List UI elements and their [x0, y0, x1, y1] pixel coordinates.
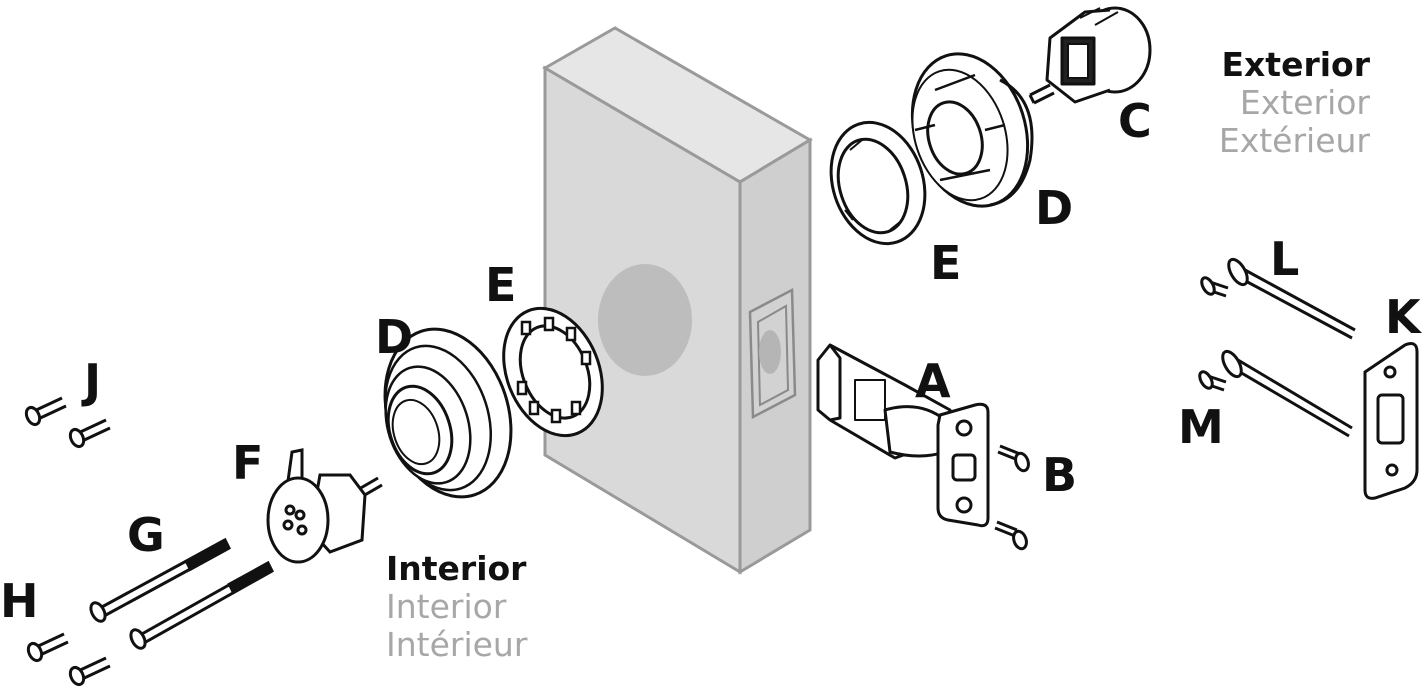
- exterior-cylinder-part-c: [1028, 6, 1152, 105]
- screws-part-j: [24, 396, 111, 449]
- strike-screws-part-l: [1200, 257, 1356, 340]
- label-l: L: [1270, 232, 1300, 286]
- interior-caption-spanish: Interior: [386, 587, 507, 626]
- exterior-rose-part-d: [910, 52, 1034, 208]
- interior-caption-english: Interior: [386, 549, 527, 588]
- label-f: F: [232, 436, 264, 490]
- label-h: H: [0, 574, 39, 628]
- exterior-caption-french: Extérieur: [1218, 121, 1370, 160]
- door: [542, 26, 813, 575]
- strike-screws-part-m: [1198, 349, 1353, 438]
- exterior-caption-english: Exterior: [1221, 45, 1370, 84]
- interior-rose-part-d: [383, 327, 513, 499]
- label-a: A: [915, 354, 951, 408]
- label-j: J: [84, 354, 102, 408]
- thumbturn-part-f: [266, 448, 383, 564]
- interior-mounting-plate-part-e: [502, 306, 604, 438]
- label-b: B: [1042, 448, 1078, 502]
- exterior-caption-spanish: Exterior: [1239, 83, 1370, 122]
- label-k: K: [1385, 290, 1421, 344]
- mounting-bolts-part-g: [89, 537, 274, 650]
- label-d-interior: D: [375, 310, 414, 364]
- screws-part-h: [26, 632, 111, 687]
- door-edge-bore-shadow: [759, 330, 781, 374]
- strike-plate-part-k: [1363, 342, 1419, 500]
- label-e-exterior: E: [930, 236, 962, 290]
- interior-caption-french: Intérieur: [386, 625, 528, 664]
- interior-caption: Interior Interior Intérieur: [386, 550, 527, 664]
- latch-part-a: [816, 343, 990, 528]
- latch-screws-part-b: [994, 444, 1030, 551]
- label-m: M: [1178, 400, 1224, 454]
- label-d-exterior: D: [1035, 181, 1074, 235]
- exterior-mounting-plate-part-e: [829, 120, 927, 246]
- door-edge-latch-mortise: [756, 304, 790, 407]
- label-g: G: [127, 508, 165, 562]
- label-e-interior: E: [485, 258, 517, 312]
- door-bore-hole: [598, 264, 692, 376]
- label-c: C: [1118, 94, 1152, 148]
- exterior-caption: Exterior Exterior Extérieur: [1140, 46, 1370, 160]
